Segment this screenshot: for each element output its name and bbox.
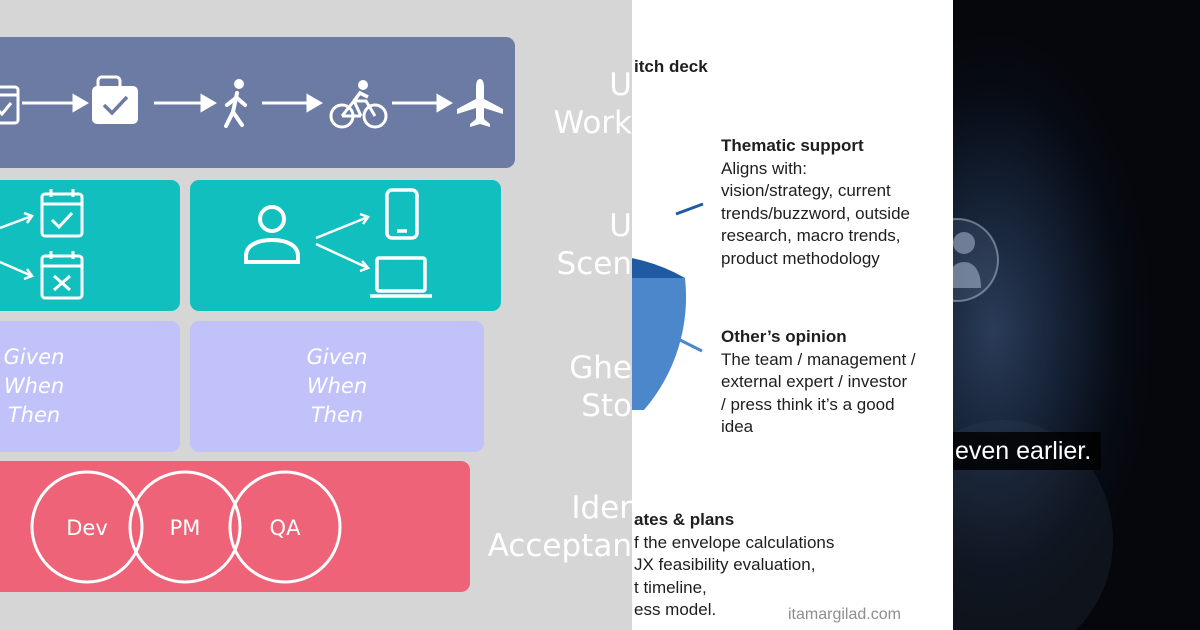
gherkin-text: Given When Then (294, 343, 380, 430)
person-silhouette-icon (953, 232, 981, 288)
then-text: Then (7, 403, 61, 427)
team-venn-diagram: Dev PM QA (30, 470, 342, 584)
bicycle-icon (329, 80, 388, 129)
section-line: idea (721, 417, 754, 436)
callout-line (675, 336, 703, 353)
journey-icons (0, 75, 503, 129)
user-icon (244, 205, 300, 264)
validation-card (0, 180, 180, 311)
qa-circle (228, 470, 342, 584)
gherkin-story-card: Given When Then (190, 321, 484, 452)
side-label-scenarios: U Scen (557, 207, 632, 283)
others-opinion-section: Other’s opinion The team / management / … (721, 326, 916, 439)
section-line: product methodology (721, 248, 880, 268)
calendar-x-icon (40, 251, 84, 300)
side-label-gherkin: Ghe Sto (569, 349, 632, 425)
given-text: Given (306, 345, 368, 369)
pm-circle (128, 470, 242, 584)
side-label-acceptance: Ider Acceptan (488, 489, 632, 565)
section-line: f the envelope calculations (634, 532, 835, 552)
section-line: The team / management / (721, 349, 916, 369)
when-text: When (306, 374, 368, 398)
user-journey-row (0, 37, 515, 168)
section-line: external expert / investor (721, 372, 908, 391)
then-text: Then (310, 403, 364, 427)
pie-slice-dark (632, 258, 685, 278)
pitch-deck-slide-panel: % itch deck Thematic support Aligns with… (632, 0, 953, 630)
when-text: When (3, 374, 65, 398)
video-scene (953, 218, 1113, 630)
side-label-line: Work (553, 105, 633, 141)
figure-shadow (953, 420, 1113, 630)
arrow-icon (0, 211, 34, 281)
dev-label: Dev (66, 516, 108, 540)
video-frame-panel: even earlier. (953, 0, 1200, 630)
side-label-workflow: U Work (554, 66, 633, 142)
arrow-icon (315, 212, 371, 273)
avatar-ring (953, 218, 999, 302)
estimates-plans-section: ates & plans f the envelope calculations… (634, 509, 834, 622)
section-heading: ates & plans (634, 510, 735, 529)
confidence-pie: % (632, 176, 704, 410)
section-line: research, macro trends, (721, 226, 901, 245)
phone-icon (385, 188, 419, 240)
section-line: trends/buzzword, outside (721, 203, 910, 223)
dev-circle (30, 470, 144, 584)
pie-percent-label: % (632, 176, 648, 196)
side-label-line: Scen (556, 246, 632, 282)
section-heading: Other’s opinion (721, 327, 847, 346)
arrow-icon (262, 93, 323, 113)
brand-watermark: itamargilad.com (788, 606, 901, 623)
thematic-support-section: Thematic support Aligns with: vision/str… (721, 135, 910, 270)
section-line: / press think it’s a good (721, 394, 895, 414)
team-row: Dev PM QA (0, 461, 470, 592)
arrow-icon (22, 93, 89, 113)
devices-card (190, 180, 501, 311)
walking-person-icon (224, 79, 247, 128)
arrow-icon (392, 93, 453, 113)
gherkin-text: Given When Then (0, 343, 68, 430)
given-text: Given (3, 345, 65, 369)
laptop-icon (370, 256, 432, 298)
section-line: Aligns with: (721, 158, 807, 178)
validation-diagram (0, 189, 84, 300)
section-line: ess model. (634, 600, 717, 619)
airplane-icon (457, 79, 503, 127)
video-caption: even earlier. (953, 432, 1102, 470)
workflow-slide-panel: Given When Then Given When Then Dev PM Q… (0, 0, 632, 630)
callout-line (675, 202, 704, 216)
side-label-line: Ider (571, 490, 632, 526)
calendar-check-icon (0, 85, 20, 125)
gherkin-story-card: Given When Then (0, 321, 180, 452)
side-label-line: Acceptan (487, 528, 632, 564)
pm-label: PM (170, 516, 201, 540)
arrow-icon (154, 93, 217, 113)
section-line: vision/strategy, current (721, 181, 891, 200)
calendar-check-icon (40, 189, 84, 238)
qa-label: QA (270, 516, 302, 540)
devices-diagram (244, 188, 432, 298)
briefcase-icon (92, 75, 138, 124)
side-label-line: U (609, 208, 632, 244)
section-line: JX feasibility evaluation, (634, 555, 816, 574)
pie-slice-light (632, 278, 687, 410)
deck-title: itch deck (634, 57, 708, 76)
section-line: t timeline, (634, 577, 707, 597)
side-label-line: Ghe (569, 350, 632, 386)
side-label-line: Sto (581, 388, 632, 424)
section-heading: Thematic support (721, 136, 864, 155)
side-label-line: U (609, 67, 632, 103)
